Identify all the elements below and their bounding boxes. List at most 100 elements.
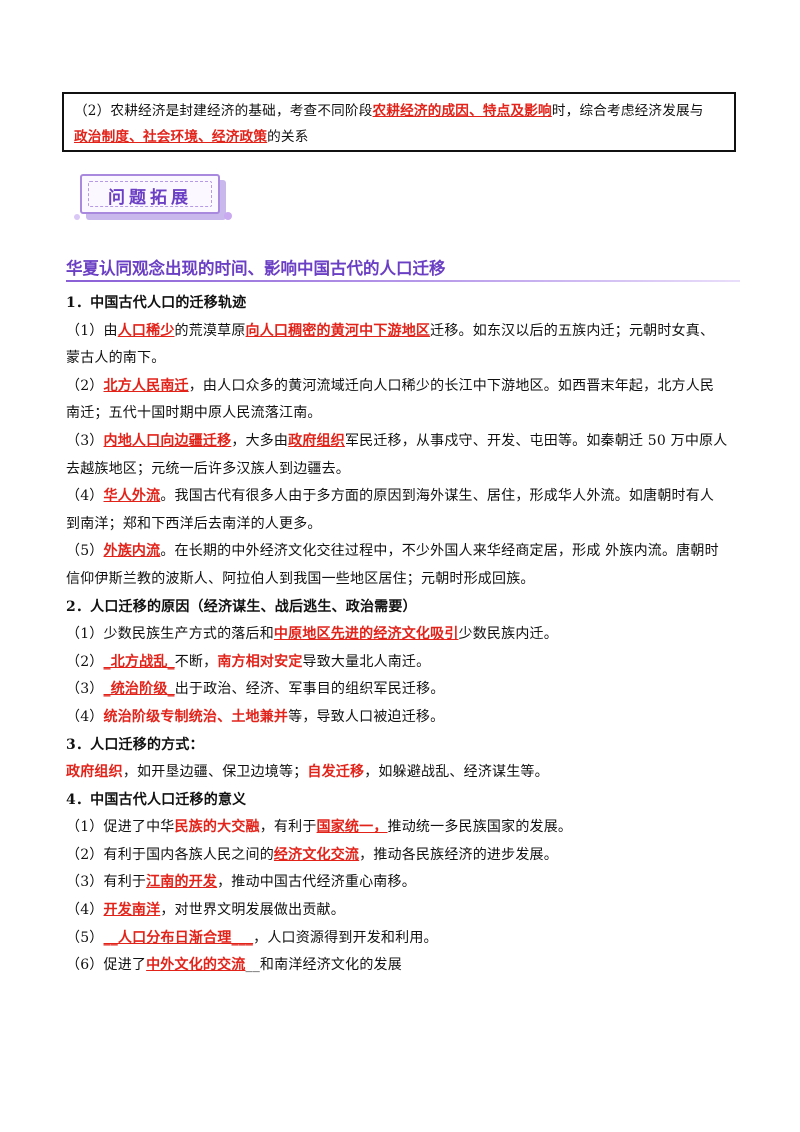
- highlight-text: 农耕经济的成因、特点及影响: [372, 103, 552, 119]
- text: （2）有利于国内各族人民之间的: [66, 846, 274, 863]
- paragraph: （3）_统治阶级_出于政治、经济、军事目的组织军民迁移。: [66, 676, 746, 704]
- heading-4: 4．中国古代人口迁移的意义: [66, 791, 247, 808]
- paragraph: （4）开发南洋，对世界文明发展做出贡献。: [66, 897, 746, 925]
- decor-dot: [224, 212, 232, 220]
- badge-dashed-border: [88, 181, 212, 207]
- highlight-text: 经济文化交流: [273, 846, 360, 863]
- highlight-text: __人口分布日渐合理___: [103, 929, 254, 946]
- text: ，推动各民族经济的进步发展。: [359, 846, 558, 863]
- text: 少数民族内迁。: [458, 626, 558, 643]
- text: （6）促进了: [66, 957, 147, 974]
- text: ，如躲避战乱、经济谋生等。: [364, 764, 549, 781]
- paragraph: （5）外族内流。在长期的中外经济文化交往过程中，不少外国人来华经商定居，形成 外…: [66, 538, 746, 566]
- paragraph: （1）促进了中华民族的大交融，有利于国家统一，推动统一多民族国家的发展。: [66, 814, 746, 842]
- text: 。在长期的中外经济文化交往过程中，不少外国人来华经商定居，形成 外族内流。唐朝时: [160, 543, 719, 560]
- text: （4）: [66, 488, 104, 505]
- paragraph: （6）促进了中外文化的交流__和南洋经济文化的发展: [66, 952, 746, 980]
- highlight-text: 自发迁移: [307, 764, 365, 781]
- text: （1）少数民族生产方式的落后和: [66, 626, 274, 643]
- paragraph-continuation: 到南洋；郑和下西洋后去南洋的人更多。: [66, 515, 322, 532]
- text: （5）: [66, 929, 104, 946]
- text: ，大多由: [231, 432, 289, 449]
- text: （3）有利于: [66, 874, 147, 891]
- text: （2）: [66, 377, 104, 394]
- text: （3）: [66, 432, 104, 449]
- content-body: 1．中国古代人口的迁移轨迹 （1）由人口稀少的荒漠草原向人口稠密的黄河中下游地区…: [66, 290, 746, 980]
- text: （3）: [66, 681, 104, 698]
- text: ，如开垦边疆、保卫边境等；: [122, 764, 308, 781]
- text: 。我国古代有很多人由于多方面的原因到海外谋生、居住，形成华人外流。如唐朝时有人: [160, 488, 715, 505]
- text: ，人口资源得到开发和利用。: [253, 929, 438, 946]
- highlight-text: 政府组织: [66, 764, 123, 781]
- badge-frame: 问题拓展: [80, 174, 220, 214]
- box-text: 的关系: [267, 129, 309, 145]
- decor-dot: [74, 214, 80, 220]
- paragraph: （3）内地人口向边疆迁移，大多由政府组织军民迁移，从事戍守、开发、屯田等。如秦朝…: [66, 428, 746, 456]
- highlight-text: 外族内流: [103, 543, 161, 560]
- highlight-text: 国家统一，: [316, 819, 388, 836]
- text: （1）促进了中华: [66, 819, 175, 836]
- text: 不断，: [174, 653, 218, 670]
- text: 的荒漠草原: [174, 322, 246, 339]
- highlight-text: 政治制度、社会环境、经济政策: [74, 129, 268, 145]
- paragraph: 政府组织，如开垦边疆、保卫边境等；自发迁移，如躲避战乱、经济谋生等。: [66, 759, 746, 787]
- highlight-text: _北方战乱_: [103, 653, 175, 670]
- text: 导致大量北人南迁。: [302, 653, 431, 670]
- highlight-text: 中原地区先进的经济文化吸引: [273, 626, 459, 643]
- paragraph: （2）_北方战乱_不断，南方相对安定导致大量北人南迁。: [66, 649, 746, 677]
- paragraph-continuation: 去越族地区；元统一后许多汉族人到边疆去。: [66, 460, 350, 477]
- paragraph-continuation: 南迁；五代十国时期中原人民流落江南。: [66, 405, 322, 422]
- text: 推动统一多民族国家的发展。: [387, 819, 573, 836]
- highlight-text: 中外文化的交流: [146, 957, 246, 974]
- highlight-text: 政府组织: [288, 432, 345, 449]
- box-text: （2）农耕经济是封建经济的基础，考查不同阶段: [74, 103, 373, 119]
- highlight-text: 向人口稠密的黄河中下游地区: [245, 322, 431, 339]
- section-underline: [66, 280, 740, 282]
- text: ，由人口众多的黄河流域迁向人口稀少的长江中下游地区。如西晋末年起，北方人民: [188, 377, 715, 394]
- heading-2: 2．人口迁移的原因（经济谋生、战后逃生、政治需要）: [66, 598, 417, 615]
- box-text: 时，综合考虑经济发展与: [551, 103, 704, 119]
- text: ，对世界文明发展做出贡献。: [160, 902, 345, 919]
- text: ，有利于: [259, 819, 317, 836]
- highlight-text: 人口稀少: [117, 322, 175, 339]
- highlight-text: 民族的大交融: [174, 819, 260, 836]
- heading-1: 1．中国古代人口的迁移轨迹: [66, 295, 247, 311]
- badge-label: 问题拓展: [108, 188, 192, 208]
- highlight-text: 统治阶级专制统治、土地兼并: [103, 708, 289, 725]
- key-point-box: （2）农耕经济是封建经济的基础，考查不同阶段农耕经济的成因、特点及影响时，综合考…: [62, 92, 736, 152]
- paragraph-continuation: 蒙古人的南下。: [66, 350, 166, 367]
- text: （1）由: [66, 322, 118, 339]
- paragraph: （2）北方人民南迁，由人口众多的黄河流域迁向人口稀少的长江中下游地区。如西晋末年…: [66, 373, 746, 401]
- paragraph: （1）少数民族生产方式的落后和中原地区先进的经济文化吸引少数民族内迁。: [66, 621, 746, 649]
- text: __和南洋经济文化的发展: [245, 957, 402, 974]
- text: 等，导致人口被迫迁移。: [288, 708, 445, 725]
- text: ，推动中国古代经济重心南移。: [217, 874, 416, 891]
- box-line-2: 政治制度、社会环境、经济政策的关系: [74, 124, 724, 150]
- paragraph-continuation: 信仰伊斯兰教的波斯人、阿拉伯人到我国一些地区居住；元朝时形成回族。: [66, 570, 535, 587]
- highlight-text: 开发南洋: [103, 902, 161, 919]
- paragraph: （3）有利于江南的开发，推动中国古代经济重心南移。: [66, 869, 746, 897]
- highlight-text: _统治阶级_: [103, 681, 175, 698]
- text: （5）: [66, 543, 104, 560]
- highlight-text: 北方人民南迁: [103, 377, 189, 394]
- text: 出于政治、经济、军事目的组织军民迁移。: [174, 681, 445, 698]
- highlight-text: 内地人口向边疆迁移: [103, 432, 232, 449]
- paragraph: （1）由人口稀少的荒漠草原向人口稠密的黄河中下游地区迁移。如东汉以后的五族内迁；…: [66, 318, 746, 346]
- highlight-text: 华人外流: [103, 488, 161, 505]
- paragraph: （5）__人口分布日渐合理___，人口资源得到开发和利用。: [66, 925, 746, 953]
- text: 军民迁移，从事戍守、开发、屯田等。如秦朝迁 50 万中原人: [344, 432, 728, 449]
- highlight-text: 江南的开发: [146, 874, 218, 891]
- heading-3: 3．人口迁移的方式：: [66, 736, 204, 753]
- text: （2）: [66, 653, 104, 670]
- highlight-text: 南方相对安定: [217, 653, 303, 670]
- section-title: 华夏认同观念出现的时间、影响中国古代的人口迁移: [66, 259, 446, 278]
- paragraph: （2）有利于国内各族人民之间的经济文化交流，推动各民族经济的进步发展。: [66, 842, 746, 870]
- paragraph: （4）统治阶级专制统治、土地兼并等，导致人口被迫迁移。: [66, 704, 746, 732]
- section-badge: 问题拓展: [74, 174, 232, 222]
- box-line-1: （2）农耕经济是封建经济的基础，考查不同阶段农耕经济的成因、特点及影响时，综合考…: [74, 98, 724, 124]
- text: （4）: [66, 902, 104, 919]
- text: 迁移。如东汉以后的五族内迁；元朝时女真、: [430, 322, 715, 339]
- paragraph: （4）华人外流。我国古代有很多人由于多方面的原因到海外谋生、居住，形成华人外流。…: [66, 483, 746, 511]
- text: （4）: [66, 708, 104, 725]
